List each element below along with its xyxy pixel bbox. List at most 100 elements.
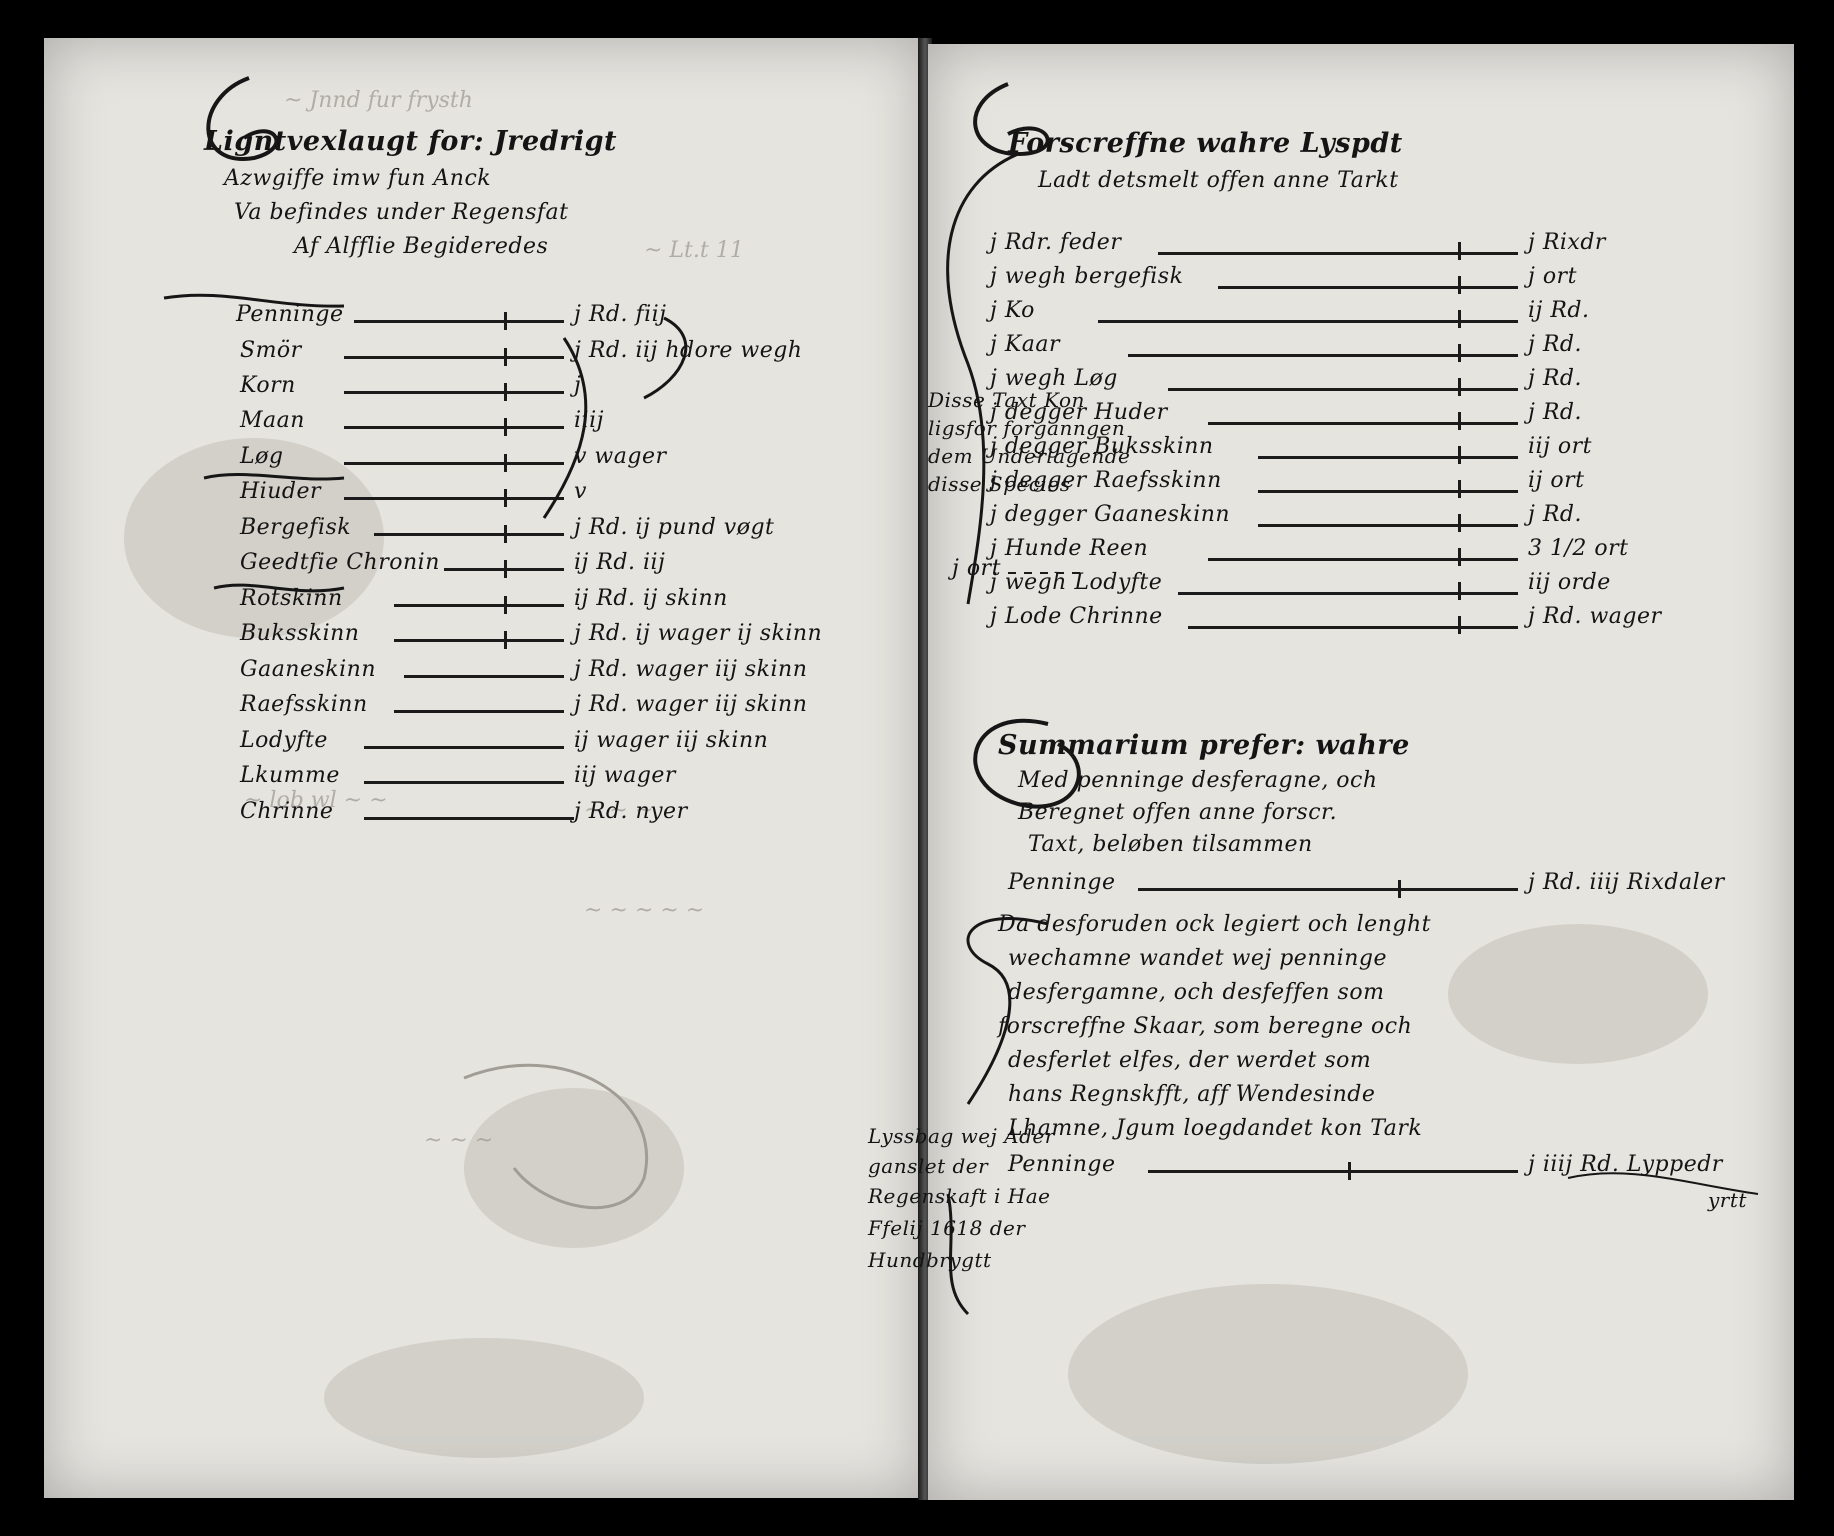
ditto-line <box>354 320 564 323</box>
ditto-line <box>1178 592 1518 595</box>
ditto-line <box>1218 286 1518 289</box>
entry-value: iiij <box>574 408 604 433</box>
ditto-line <box>394 604 564 607</box>
ditto-line <box>1128 354 1518 357</box>
entry-value: v wager <box>574 444 667 469</box>
entry-value: j Rd. <box>1528 502 1582 527</box>
final-entry-item: Penninge <box>1008 1152 1116 1177</box>
tick-mark <box>1458 344 1461 362</box>
ditto-line <box>344 497 564 500</box>
paragraph-line: Lhamne, Jgum loegdandet kon Tark <box>1008 1116 1423 1141</box>
entry-value: 3 1/2 ort <box>1528 536 1629 561</box>
heading-line-1: Forscreffne wahre Lyspdt <box>1008 128 1403 159</box>
paragraph-line: hans Regnskfft, aff Wendesinde <box>1008 1082 1376 1107</box>
entry-value: ij Rd. <box>1528 298 1590 323</box>
left-page: ~ Jnnd fur frysth ~ Lt.t 11 ~ lob wl ~ ~… <box>44 38 924 1498</box>
ditto-line <box>1258 490 1518 493</box>
heading-line-4: Af Alfflie Begideredes <box>294 234 549 259</box>
stain <box>324 1338 644 1458</box>
entry-value: ij wager iij skinn <box>574 728 769 753</box>
entry-value: j Rd. <box>1528 332 1582 357</box>
entry-item: j Ko <box>990 298 1035 323</box>
tick-mark <box>504 312 507 330</box>
ditto-line <box>394 710 564 713</box>
entry-item: Lodyfte <box>240 728 328 753</box>
tick-mark <box>504 631 507 649</box>
margin-note-line: ligsfor forganngen <box>928 416 1126 440</box>
tick-mark <box>504 560 507 578</box>
entry-value: j Rixdr <box>1528 230 1606 255</box>
entry-item: j Rdr. feder <box>990 230 1122 255</box>
bleed-through-text: ~ ~ ~ <box>584 798 654 823</box>
tick-mark <box>1458 242 1461 260</box>
paragraph-line: forscreffne Skaar, som beregne och <box>998 1014 1413 1039</box>
ditto-line <box>1208 422 1518 425</box>
ditto-line <box>364 746 564 749</box>
entry-value: v <box>574 479 587 504</box>
ditto-line <box>1138 888 1518 891</box>
entry-item: Gaaneskinn <box>240 657 376 682</box>
entry-value: iij ort <box>1528 434 1592 459</box>
entry-value: ij Rd. ij skinn <box>574 586 728 611</box>
entry-item: Løg <box>240 444 284 469</box>
ditto-line <box>404 675 564 678</box>
tick-mark <box>1458 412 1461 430</box>
ditto-line <box>344 462 564 465</box>
entry-value: iij wager <box>574 763 676 788</box>
entry-item: j wegh bergefisk <box>990 264 1184 289</box>
entry-item: j degger Raefsskinn <box>990 468 1222 493</box>
ditto-line <box>344 426 564 429</box>
signature-line: Regenskaft i Hae <box>868 1184 1051 1208</box>
tick-mark <box>504 489 507 507</box>
tick-mark <box>504 454 507 472</box>
signature-line: Lyssbag wej Ader <box>868 1124 1055 1148</box>
tick-mark <box>1458 378 1461 396</box>
tick-mark <box>1458 548 1461 566</box>
entry-value: iij orde <box>1528 570 1611 595</box>
ditto-line <box>394 639 564 642</box>
tick-mark <box>1458 514 1461 532</box>
bleed-through-text: ~ lob wl ~ ~ <box>244 788 388 813</box>
entry-value: ij Rd. iij <box>574 550 666 575</box>
tick-mark <box>504 596 507 614</box>
entry-item: Penninge <box>236 302 344 327</box>
paragraph-line: wechamne wandet wej penninge <box>1008 946 1387 971</box>
entry-value: j Rd. fiij <box>574 302 667 327</box>
tick-mark <box>504 418 507 436</box>
entry-item: Maan <box>240 408 305 433</box>
bleed-through-text: ~ ~ ~ ~ ~ <box>584 898 705 923</box>
ditto-line <box>1258 524 1518 527</box>
heading-line-2: Ladt detsmelt offen anne Tarkt <box>1038 168 1399 193</box>
ditto-line <box>1148 1170 1518 1173</box>
dotted-leader <box>1008 572 1088 574</box>
margin-note-line: dem Underlagende <box>928 444 1131 468</box>
entry-item: Bergefisk <box>240 515 352 540</box>
tick-mark <box>504 525 507 543</box>
entry-item: Hiuder <box>240 479 322 504</box>
stain <box>124 438 384 638</box>
ditto-line <box>344 391 564 394</box>
heading-line-1: Ligntvexlaugt for: Jredrigt <box>204 126 617 157</box>
stain <box>464 1088 684 1248</box>
summary-heading-line: Beregnet offen anne forscr. <box>1018 800 1338 825</box>
tick-mark <box>1398 880 1401 898</box>
entry-item: Smör <box>240 338 302 363</box>
tick-mark <box>1458 446 1461 464</box>
ditto-line <box>344 356 564 359</box>
entry-item: j degger Huder <box>990 400 1168 425</box>
entry-value: j Rd. wager <box>1528 604 1662 629</box>
final-entry-value: j iiij Rd. Lyppedr <box>1528 1152 1723 1177</box>
heading-line-3: Va befindes under Regensfat <box>234 200 569 225</box>
stain <box>1448 924 1708 1064</box>
stain <box>1068 1284 1468 1464</box>
entry-value: j Rd. nyer <box>574 799 688 824</box>
summary-entry-value: j Rd. iiij Rixdaler <box>1528 870 1725 895</box>
entry-value: j Rd. wager iij skinn <box>574 657 808 682</box>
ditto-line <box>364 817 574 820</box>
entry-item: Korn <box>240 373 296 398</box>
paragraph-line: desfergamne, och desfeffen som <box>1008 980 1385 1005</box>
tick-mark <box>504 348 507 366</box>
signature-line: Ffelij 1618 der <box>868 1216 1026 1240</box>
margin-note-line: disse Species <box>928 472 1071 496</box>
entry-item: j degger Gaaneskinn <box>990 502 1231 527</box>
